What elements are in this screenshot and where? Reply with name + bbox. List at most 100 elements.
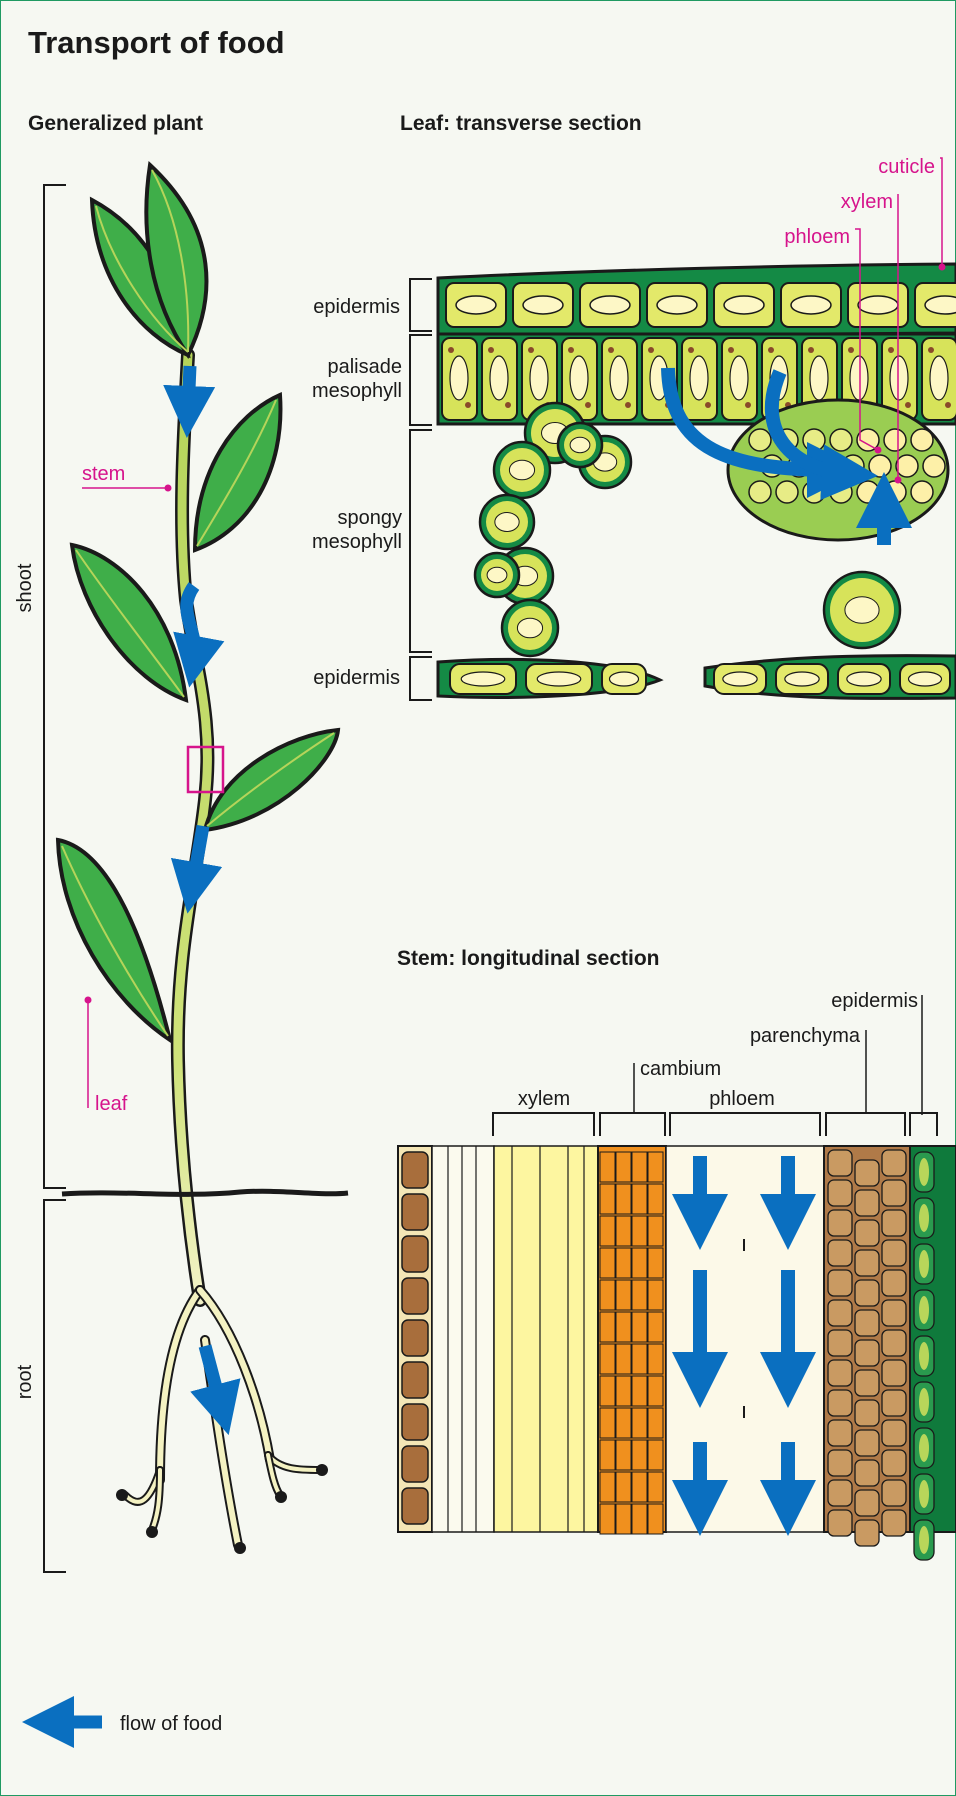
vascular-cell	[857, 481, 879, 503]
vascular-cell	[749, 429, 771, 451]
parenchyma-cell	[882, 1270, 906, 1296]
cambium-label: cambium	[640, 1058, 721, 1080]
leaf-phloem-callout-dot	[875, 447, 882, 454]
cambium-cell	[616, 1312, 631, 1342]
section-title-stem: Stem: longitudinal section	[397, 947, 660, 970]
cambium-cell	[632, 1376, 647, 1406]
cambium-cell	[632, 1440, 647, 1470]
cell-vacuole	[657, 296, 697, 314]
cambium-cell	[632, 1216, 647, 1246]
parenchyma-cell	[882, 1390, 906, 1416]
chloroplast	[585, 402, 591, 408]
parenchyma-cell	[855, 1310, 879, 1336]
cambium-cell	[600, 1472, 615, 1502]
parenchyma-cell	[828, 1450, 852, 1476]
leaf-xylem-callout-dot	[895, 477, 902, 484]
vascular-cell	[884, 481, 906, 503]
parenchyma-cell	[828, 1270, 852, 1296]
cambium-cell	[648, 1408, 663, 1438]
parenchyma-cell	[855, 1280, 879, 1306]
chloroplast	[608, 347, 614, 353]
chloroplast	[465, 402, 471, 408]
cell-vacuole	[495, 513, 519, 532]
xylem-band	[494, 1146, 598, 1532]
parenchyma-cell	[828, 1360, 852, 1386]
cell-vacuole	[850, 356, 868, 400]
leaf-xylem-label: xylem	[841, 191, 893, 213]
cell-vacuole	[610, 356, 628, 400]
cell-vacuole	[690, 356, 708, 400]
vascular-cell	[911, 429, 933, 451]
epidermis-cell-core	[919, 1480, 929, 1508]
outer-cell	[402, 1446, 428, 1482]
vascular-cell	[830, 429, 852, 451]
outer-cell	[402, 1362, 428, 1398]
spongy-label-line2: mesophyll	[312, 531, 402, 553]
cambium-cell	[600, 1280, 615, 1310]
leaf-phloem-label: phloem	[784, 226, 850, 248]
cambium-cell	[600, 1440, 615, 1470]
chloroplast	[745, 402, 751, 408]
cell-vacuole	[724, 296, 764, 314]
cell-vacuole	[517, 618, 542, 638]
cell-vacuole	[930, 356, 948, 400]
cambium-cell	[616, 1472, 631, 1502]
cambium-cell	[632, 1408, 647, 1438]
cambium-cell	[632, 1280, 647, 1310]
cambium-cell	[632, 1344, 647, 1374]
parenchyma-cell	[882, 1180, 906, 1206]
cell-vacuole	[456, 296, 496, 314]
chloroplast	[688, 347, 694, 353]
parenchyma-cell	[882, 1420, 906, 1446]
chloroplast	[528, 347, 534, 353]
cambium-cell	[600, 1312, 615, 1342]
vascular-cell	[830, 481, 852, 503]
parenchyma-cell	[882, 1480, 906, 1506]
parenchyma-cell	[855, 1370, 879, 1396]
cambium-cell	[648, 1344, 663, 1374]
parenchyma-cell	[828, 1390, 852, 1416]
epidermis-cell-core	[919, 1204, 929, 1232]
cambium-cell	[648, 1216, 663, 1246]
cell-vacuole	[537, 672, 581, 686]
parenchyma-cell	[828, 1300, 852, 1326]
chloroplast	[488, 347, 494, 353]
cambium-cell	[648, 1280, 663, 1310]
parenchyma-label: parenchyma	[750, 1025, 861, 1047]
leaf-epidermis-bottom-label: epidermis	[313, 667, 400, 689]
cambium-cell	[600, 1184, 615, 1214]
legend-label: flow of food	[120, 1713, 222, 1735]
section-title-plant: Generalized plant	[28, 112, 203, 135]
cell-vacuole	[791, 296, 831, 314]
chloroplast	[905, 402, 911, 408]
cell-vacuole	[487, 567, 507, 582]
cambium-cell	[616, 1408, 631, 1438]
parenchyma-cell	[855, 1460, 879, 1486]
cell-vacuole	[590, 296, 630, 314]
cambium-cell	[632, 1504, 647, 1534]
outer-cell	[402, 1488, 428, 1524]
generalized-plant-drawing: shoot root	[14, 165, 348, 1572]
cell-vacuole	[523, 296, 563, 314]
chloroplast	[848, 347, 854, 353]
epidermis-cell-core	[919, 1250, 929, 1278]
cambium-cell	[648, 1504, 663, 1534]
cambium-cell	[632, 1472, 647, 1502]
leaves	[58, 165, 338, 1040]
root-label: root	[14, 1364, 36, 1399]
shoot-label: shoot	[14, 563, 36, 612]
parenchyma-cell	[828, 1150, 852, 1176]
cambium-cell	[648, 1248, 663, 1278]
parenchyma-cell	[882, 1360, 906, 1386]
root-bracket	[44, 1200, 66, 1572]
parenchyma-cell	[828, 1180, 852, 1206]
cell-vacuole	[490, 356, 508, 400]
parenchyma-cell	[855, 1190, 879, 1216]
parenchyma-cell	[855, 1220, 879, 1246]
leaf-layer-brackets	[410, 279, 432, 700]
cambium-cell	[616, 1280, 631, 1310]
cell-vacuole	[858, 296, 898, 314]
cell-vacuole	[509, 460, 534, 480]
cuticle-label: cuticle	[878, 156, 935, 178]
cell-vacuole	[785, 672, 819, 686]
